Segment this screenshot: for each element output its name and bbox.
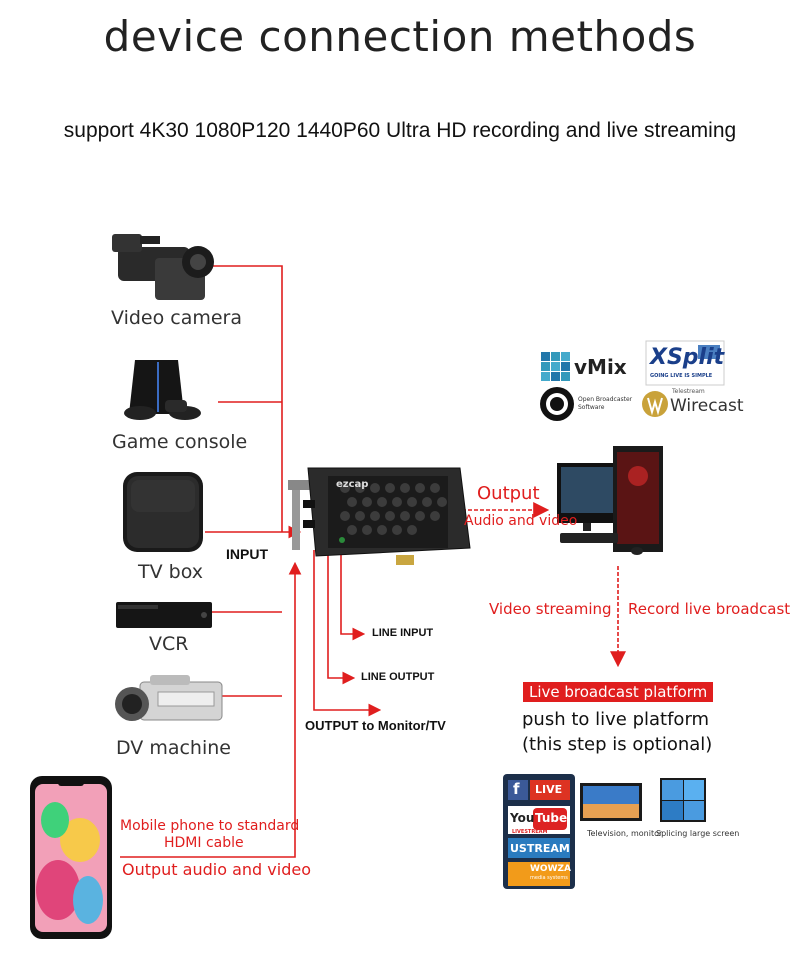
live-logo-text: LIVE	[535, 783, 563, 796]
device-label-vcr: VCR	[149, 633, 189, 655]
vmix-label: vMix	[574, 355, 627, 379]
xsplit-logo-icon	[645, 340, 725, 386]
you-logo-text: You	[510, 811, 535, 825]
output-monitor-label: OUTPUT to Monitor/TV	[305, 718, 446, 733]
vcr-icon	[116, 602, 212, 628]
mobile-phone-icon	[30, 776, 112, 939]
game-console-icon	[124, 360, 201, 420]
page-title: device connection methods	[103, 12, 697, 61]
mobile-label-line2: HDMI cable	[164, 835, 244, 851]
video-camera-icon	[112, 234, 214, 300]
device-label-tv-box: TV box	[138, 561, 203, 583]
output-label: Output	[477, 483, 540, 504]
vmix-logo-icon	[541, 352, 570, 381]
capture-card-icon	[288, 467, 471, 565]
device-label-video-camera: Video camera	[111, 307, 243, 329]
platform-logos-icon	[503, 774, 575, 889]
platform-badge: Live broadcast platform	[523, 682, 714, 702]
wirecast-logo-icon	[642, 391, 668, 417]
livestream-logo-text: LIVESTREAM	[512, 829, 548, 835]
line-output-label: LINE OUTPUT	[361, 671, 435, 683]
card-brand: ezcap	[336, 479, 369, 490]
page-subtitle: support 4K30 1080P120 1440P60 Ultra HD r…	[63, 119, 737, 142]
push-text: push to live platform	[522, 709, 710, 730]
input-label: INPUT	[226, 546, 268, 562]
video-streaming-label: Video streaming	[489, 600, 612, 618]
splice-caption: Splicing large screen	[656, 829, 740, 838]
wowza-sub-text: media systems	[530, 875, 568, 881]
device-label-game-console: Game console	[112, 431, 248, 453]
television-icon	[580, 783, 642, 821]
tv-box-icon	[123, 472, 203, 552]
wowza-logo-text: WOWZA	[530, 864, 571, 874]
audio-video-label: Audio and video	[464, 513, 578, 529]
mobile-output-label: Output audio and video	[122, 860, 311, 879]
wirecast-small-label: Telestream	[672, 388, 705, 395]
wirecast-label: Wirecast	[670, 396, 744, 416]
facebook-logo-text: f	[513, 780, 520, 798]
input-lines	[120, 265, 626, 858]
line-input-label: LINE INPUT	[372, 627, 434, 639]
dv-machine-icon	[115, 675, 223, 721]
obs-label-line2: Software	[578, 404, 605, 411]
tube-logo-text: Tube	[535, 811, 568, 825]
computer-icon	[557, 446, 663, 555]
ustream-logo-text: USTREAM	[510, 842, 570, 855]
optional-text: (this step is optional)	[522, 734, 713, 755]
splicing-screen-icon	[660, 778, 706, 822]
mobile-label-line1: Mobile phone to standard	[120, 818, 300, 834]
obs-label-line1: Open Broadcaster	[578, 396, 633, 403]
xsplit-tagline: GOING LIVE IS SIMPLE	[650, 373, 713, 379]
xsplit-label: XSplit	[650, 345, 725, 370]
tv-caption: Television, monitor	[587, 829, 663, 838]
obs-logo-icon	[540, 387, 574, 421]
device-label-dv-machine: DV machine	[116, 737, 231, 759]
record-live-label: Record live broadcast	[628, 600, 791, 618]
